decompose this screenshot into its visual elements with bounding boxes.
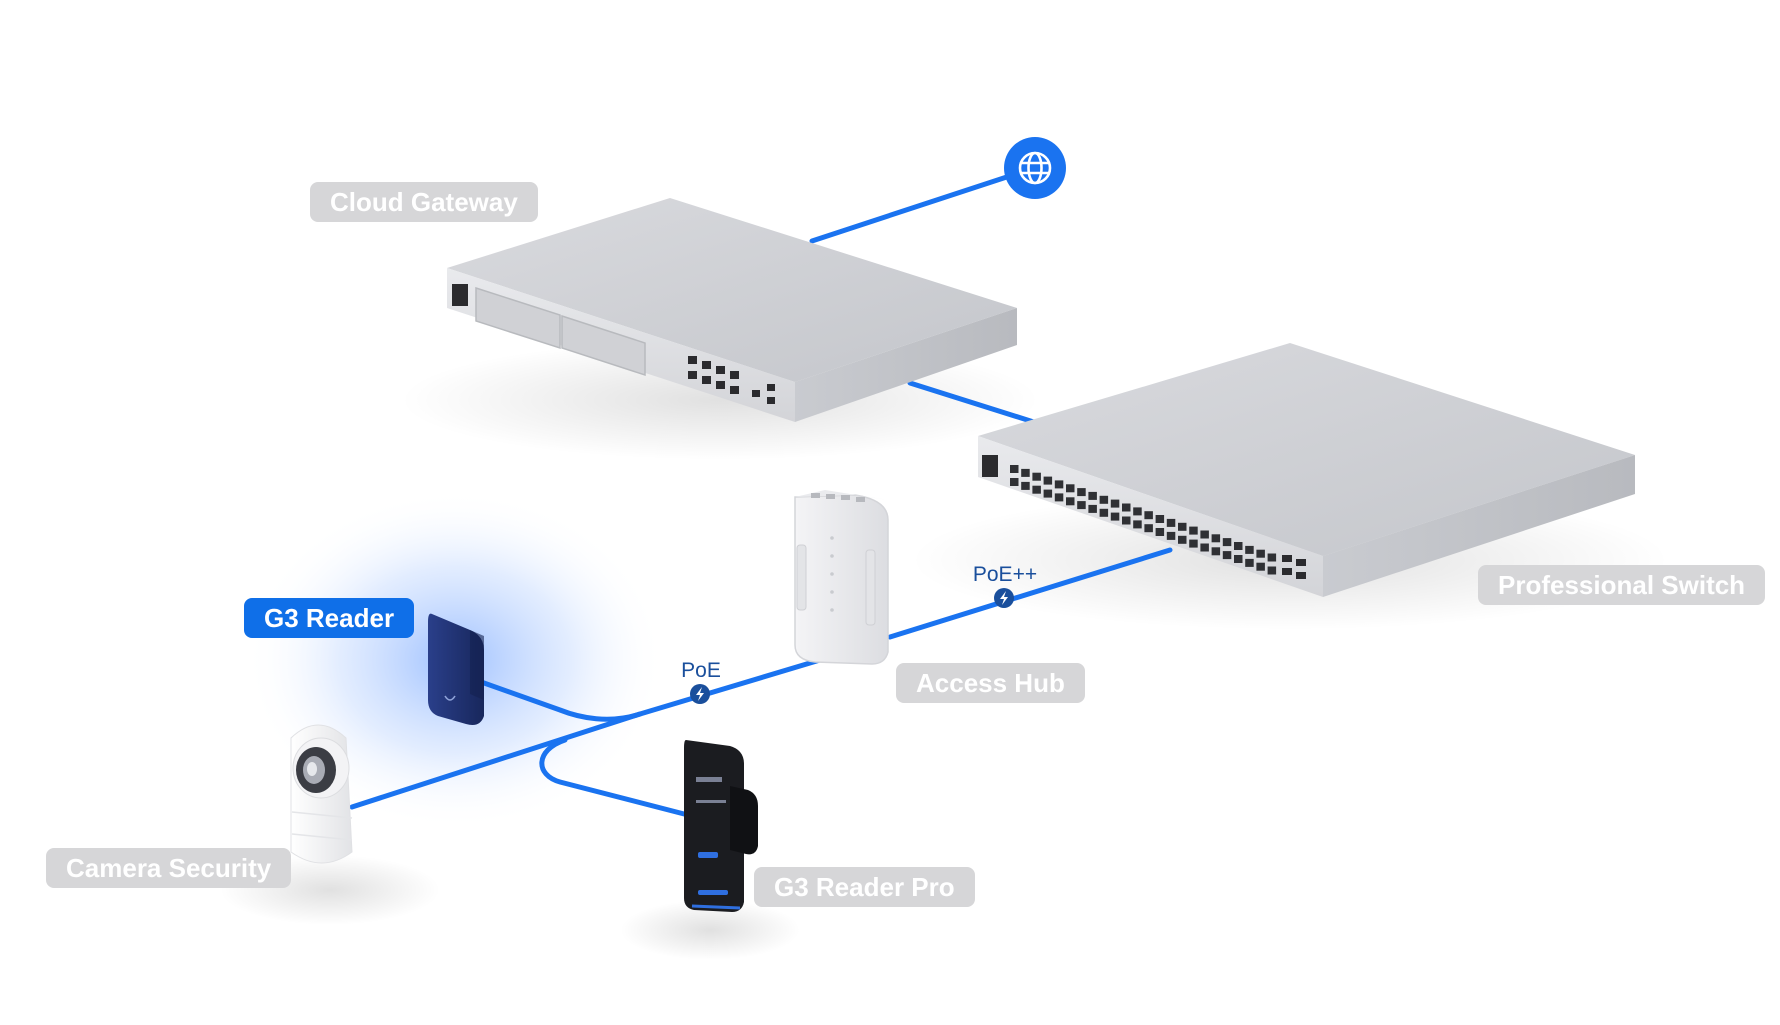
switch-port	[1010, 478, 1019, 486]
cable-gateway-switch	[907, 380, 1043, 427]
switch-port	[1178, 522, 1187, 531]
switch-port	[1110, 512, 1120, 521]
switch-port	[1021, 468, 1030, 477]
switch-port	[1032, 485, 1041, 494]
cable-links	[349, 165, 1173, 818]
switch-port	[1032, 472, 1041, 481]
switch-port	[1245, 558, 1254, 567]
poe-plus-plus-label: PoE++	[973, 563, 1037, 586]
cable-switch-hub	[887, 547, 1173, 640]
switch-port	[1200, 543, 1209, 552]
cloud-gateway-device[interactable]	[447, 198, 1017, 422]
poe-plus-plus-badge: PoE++	[973, 563, 1037, 608]
switch-port	[1211, 547, 1221, 556]
switch-port	[1234, 542, 1243, 550]
switch-port	[1267, 566, 1277, 575]
label-cloud-gateway[interactable]: Cloud Gateway	[310, 182, 538, 222]
label-g3-reader[interactable]: G3 Reader	[244, 598, 415, 638]
switch-port	[1222, 551, 1232, 560]
professional-switch-device[interactable]	[978, 343, 1635, 597]
camera-security-device[interactable]	[290, 724, 353, 864]
switch-port	[1256, 562, 1265, 571]
switch-port	[1122, 503, 1131, 512]
switch-port	[1222, 538, 1232, 547]
label-access-hub[interactable]: Access Hub	[896, 663, 1085, 703]
switch-port	[1245, 545, 1254, 554]
switch-port	[1267, 553, 1277, 562]
switch-port	[1133, 507, 1142, 516]
switch-port	[1144, 511, 1153, 520]
switch-port	[1155, 528, 1165, 536]
switch-port	[1189, 526, 1198, 535]
switch-port	[1077, 488, 1086, 497]
switch-port	[1066, 497, 1075, 506]
bolt-icon	[1000, 591, 1008, 605]
internet-node[interactable]	[1004, 137, 1066, 199]
g3-reader-device[interactable]	[428, 613, 484, 725]
switch-port	[1234, 555, 1243, 563]
switch-port	[1189, 539, 1198, 548]
switch-port	[1088, 504, 1097, 513]
switch-port	[1178, 535, 1187, 544]
switch-port	[1211, 534, 1221, 543]
label-professional-switch[interactable]: Professional Switch	[1478, 565, 1766, 605]
switch-port	[1054, 493, 1064, 502]
switch-port	[1010, 465, 1019, 473]
bolt-icon	[696, 687, 704, 701]
label-camera-security[interactable]: Camera Security	[46, 848, 292, 888]
switch-port	[1099, 495, 1109, 504]
cable-g3-reader-pro	[539, 737, 691, 818]
switch-port	[1099, 508, 1109, 517]
switch-port	[1066, 484, 1075, 493]
cable-hub-split	[637, 654, 833, 717]
globe-icon	[1018, 151, 1052, 185]
g3-reader-pro-device[interactable]	[684, 740, 758, 912]
poe-label: PoE	[681, 659, 721, 682]
switch-port	[1088, 491, 1097, 500]
cable-camera	[349, 711, 643, 810]
switch-port	[1144, 524, 1153, 533]
switch-port	[1256, 549, 1265, 558]
switch-port	[1021, 481, 1030, 490]
poe-badge: PoE	[681, 659, 721, 704]
switch-port-grid	[1010, 465, 1277, 575]
switch-port	[1122, 516, 1131, 525]
switch-port	[1155, 515, 1165, 523]
switch-port	[1054, 480, 1064, 489]
switch-port	[1043, 489, 1053, 498]
access-hub-device[interactable]	[794, 490, 889, 665]
cable-internet-gateway	[809, 165, 1037, 244]
switch-port	[1110, 499, 1120, 508]
label-g3-reader-pro[interactable]: G3 Reader Pro	[754, 867, 975, 907]
switch-port	[1166, 531, 1176, 540]
switch-port	[1200, 530, 1209, 539]
switch-port	[1166, 518, 1176, 527]
switch-port	[1043, 476, 1053, 485]
switch-port	[1133, 520, 1142, 529]
switch-port	[1077, 501, 1086, 510]
